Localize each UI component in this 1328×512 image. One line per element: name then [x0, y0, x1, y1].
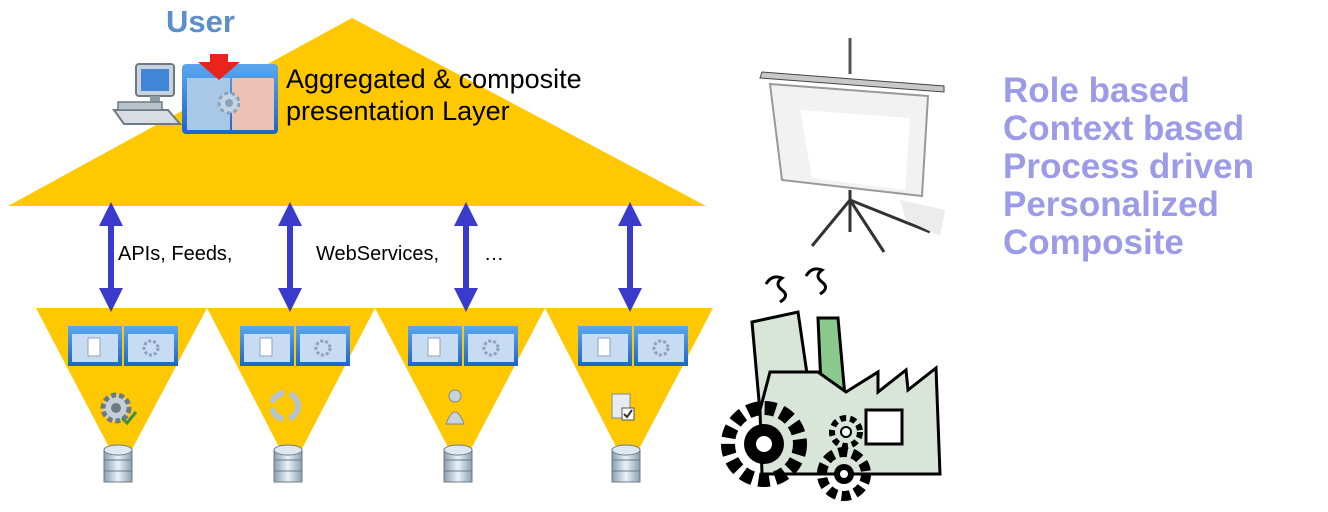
portlet-pair-3 [408, 326, 518, 366]
property-item: Context based [1003, 109, 1245, 148]
portlet-pair-1 [68, 326, 178, 366]
connector-label-apis: APIs, Feeds, [118, 243, 233, 265]
database-icon [273, 444, 303, 483]
connector-arrows [99, 202, 642, 312]
presentation-layer-triangle [8, 18, 706, 206]
factory-gears-icon [721, 267, 942, 501]
database-icon [443, 444, 473, 483]
user-title: User [166, 4, 235, 39]
property-item: Process driven [1003, 147, 1254, 186]
red-down-arrow-icon [198, 54, 240, 80]
property-item: Personalized [1003, 185, 1219, 224]
portlet-pair-4 [578, 326, 688, 366]
connector-label-webservices: WebServices, [316, 243, 440, 265]
presentation-label-line2: presentation Layer [286, 96, 510, 126]
backend-portlets [68, 326, 688, 366]
property-item: Role based [1003, 71, 1190, 110]
database-icon [611, 444, 641, 483]
database-icons [103, 444, 641, 483]
document-check-icon [611, 393, 635, 421]
computer-icon [112, 63, 183, 125]
connector-label-more: … [484, 243, 504, 265]
portal-window-icon [182, 64, 278, 134]
properties-list: Role based Context based Process driven … [1003, 72, 1254, 262]
portlet-pair-2 [240, 326, 350, 366]
database-icon [103, 444, 133, 483]
projector-screen-icon [759, 38, 945, 253]
property-item: Composite [1003, 223, 1184, 262]
person-icon [445, 389, 465, 425]
gear-check-icon [100, 392, 138, 426]
presentation-label-line1: Aggregated & composite [286, 64, 582, 94]
cycle-arrows-icon [269, 390, 301, 422]
